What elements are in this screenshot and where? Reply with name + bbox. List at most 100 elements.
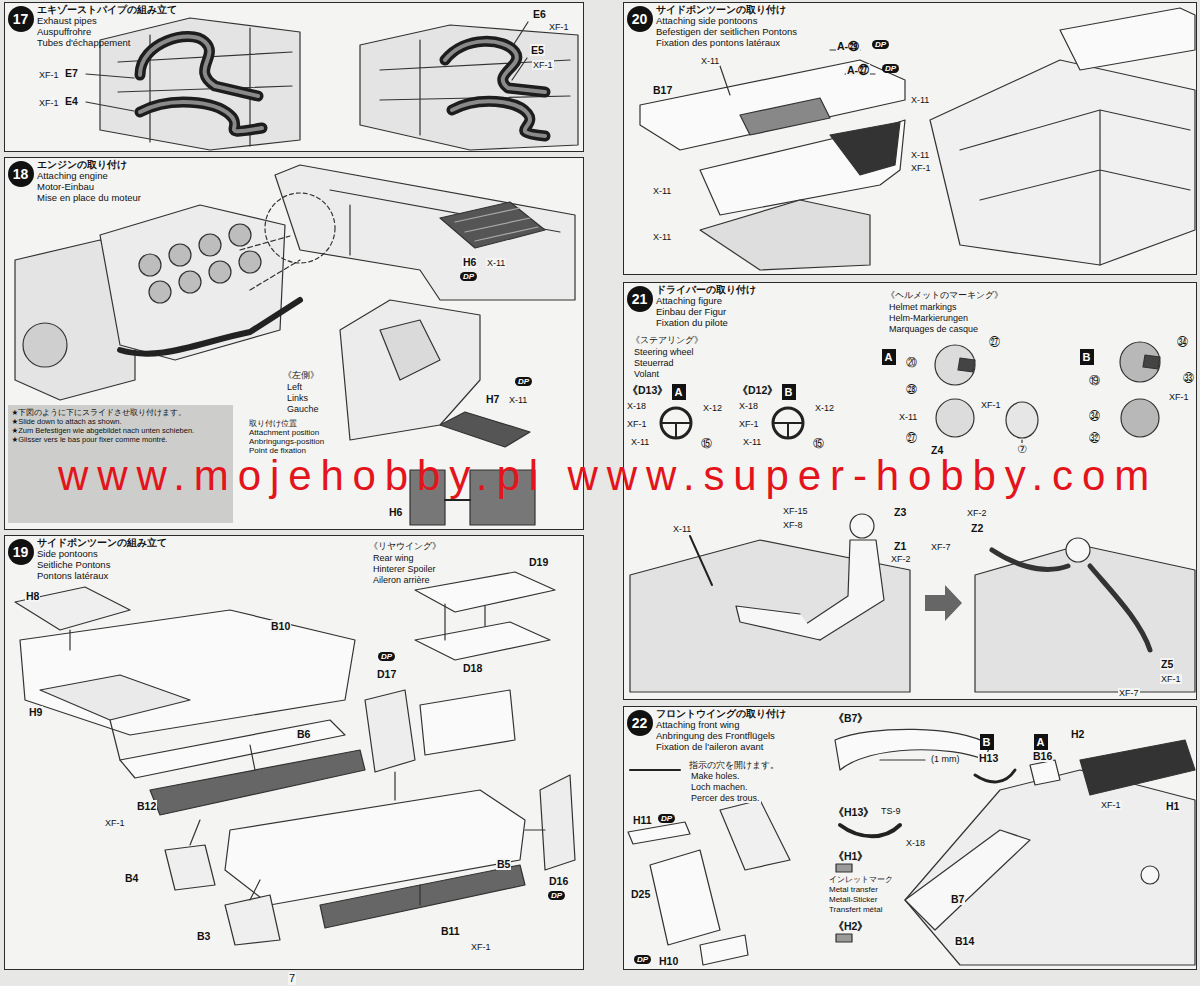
- paint-code: (1 mm): [930, 754, 961, 764]
- step-number: 19: [8, 539, 34, 565]
- cylinder: [149, 281, 171, 303]
- step-title: Motor-Einbau: [37, 181, 94, 192]
- helmet: [1120, 342, 1160, 382]
- variant-box: B: [980, 734, 994, 750]
- paint-code: X-18: [738, 401, 759, 411]
- part-number: H13: [978, 752, 999, 764]
- exhaust-pipe: [140, 102, 262, 131]
- heading-text: Make holes.: [690, 771, 741, 781]
- part-number: B11: [440, 925, 461, 937]
- part-number: H10: [658, 955, 679, 967]
- part-number: 《D12》: [736, 384, 779, 396]
- exhaust-pipe: [140, 37, 258, 96]
- note-text: ★Glisser vers le bas pour fixer comme mo…: [12, 435, 168, 444]
- nose-piece: [720, 800, 790, 870]
- heading-text: Hinterer Spoiler: [372, 564, 437, 574]
- callout-number: ㉗: [988, 336, 1001, 349]
- cylinder: [209, 261, 231, 283]
- driver-arm: [992, 550, 1068, 569]
- cylinder: [199, 234, 221, 256]
- car-body: [930, 60, 1195, 265]
- dp-mark: DP: [634, 955, 651, 964]
- note-text: 取り付け位置: [248, 420, 298, 429]
- paint-code: XF-8: [782, 520, 804, 530]
- callout-number: ㉘: [905, 383, 918, 396]
- heading-text: Steering wheel: [633, 347, 695, 357]
- part-number: H1: [1165, 800, 1180, 812]
- heading-text: Steuerrad: [633, 358, 675, 368]
- wing-support: [420, 690, 515, 755]
- part-number: E6: [532, 8, 547, 20]
- heading-text: 指示の穴を開けます。: [688, 760, 780, 770]
- exhaust-pipe: [140, 102, 262, 131]
- front-wing-h1: [1080, 740, 1195, 795]
- step-title: サイドポンツーンの取り付け: [656, 4, 786, 15]
- paint-code: XF-15: [782, 506, 809, 516]
- callout-number: ⑮: [812, 437, 825, 450]
- part-d25: [650, 850, 720, 945]
- step-number-text: 19: [13, 544, 29, 560]
- panel-ground: [4, 535, 584, 970]
- heading-text: Aileron arrière: [372, 575, 431, 585]
- panel-ground: [623, 706, 1197, 970]
- driver-head: [1066, 538, 1090, 562]
- driver-legs: [736, 606, 820, 640]
- paint-code: XF-1: [104, 818, 126, 828]
- cockpit: [975, 545, 1195, 692]
- watermark: www.mojehobby.pl www.super-hobby.com: [58, 455, 1158, 497]
- note-text: ★下図のように下にスライドさせ取り付けます。: [12, 408, 187, 417]
- car-detail: [960, 110, 1190, 265]
- part-h7: [440, 412, 530, 447]
- step-title: Pontons latéraux: [37, 570, 108, 581]
- helmet: [1006, 402, 1038, 438]
- part-number: E5: [530, 44, 545, 56]
- paint-code: XF-1: [980, 400, 1002, 410]
- pontoon-detail: [740, 98, 830, 135]
- paint-code: TS-9: [880, 806, 902, 816]
- part-number: D17: [376, 668, 397, 680]
- fit-line: [70, 630, 545, 905]
- steering-column: [690, 536, 712, 585]
- heading-text: 《リヤウイング》: [368, 541, 442, 551]
- callout-number: ㉗: [905, 432, 918, 445]
- engine-detail: [118, 28, 292, 146]
- page-number: 7: [288, 972, 296, 985]
- variant-box: A: [672, 384, 686, 400]
- step-number: 18: [8, 161, 34, 187]
- engine-block: [100, 205, 285, 360]
- variant-box: B: [1080, 349, 1094, 365]
- title-block: ドライバーの取り付けAttaching figureEinbau der Fig…: [656, 284, 756, 328]
- panel-ground: [4, 2, 584, 152]
- part-number: B6: [296, 728, 311, 740]
- heading-text: Helmet markings: [888, 302, 958, 312]
- part-number: H2: [1070, 728, 1085, 740]
- exhaust-pipe: [120, 300, 300, 354]
- helmet: [1121, 399, 1159, 437]
- step-number-text: 17: [13, 11, 29, 27]
- heading-text: 《左側》: [282, 370, 320, 380]
- part-b11: [320, 865, 525, 928]
- step-title: Side pontoons: [37, 548, 98, 559]
- callout-number: ⑦: [1016, 443, 1028, 456]
- paint-code: X-18: [626, 401, 647, 411]
- step-number: 21: [627, 286, 653, 312]
- part-number: 《H2》: [832, 920, 869, 932]
- paint-code: X-11: [652, 232, 672, 242]
- part-number: D16: [548, 875, 569, 887]
- nose-b7: [835, 729, 990, 770]
- paint-code: XF-1: [470, 942, 492, 952]
- detail-circle: [265, 193, 335, 263]
- paint-code: X-11: [910, 95, 930, 105]
- variant-letter: A: [885, 351, 893, 363]
- step-title: Tubes d'échappement: [37, 37, 130, 48]
- step-title: Fixation de l'aileron avant: [656, 741, 763, 752]
- step-number-text: 22: [632, 715, 648, 731]
- heading-text: Rear wing: [372, 553, 415, 563]
- step-title: サイドポンツーンの組み立て: [37, 537, 167, 548]
- cylinder: [239, 251, 261, 273]
- helmet: [936, 399, 974, 437]
- steering-spoke: [773, 423, 803, 438]
- variant-box: B: [782, 384, 796, 400]
- step-title: フロントウイングの取り付け: [656, 708, 786, 719]
